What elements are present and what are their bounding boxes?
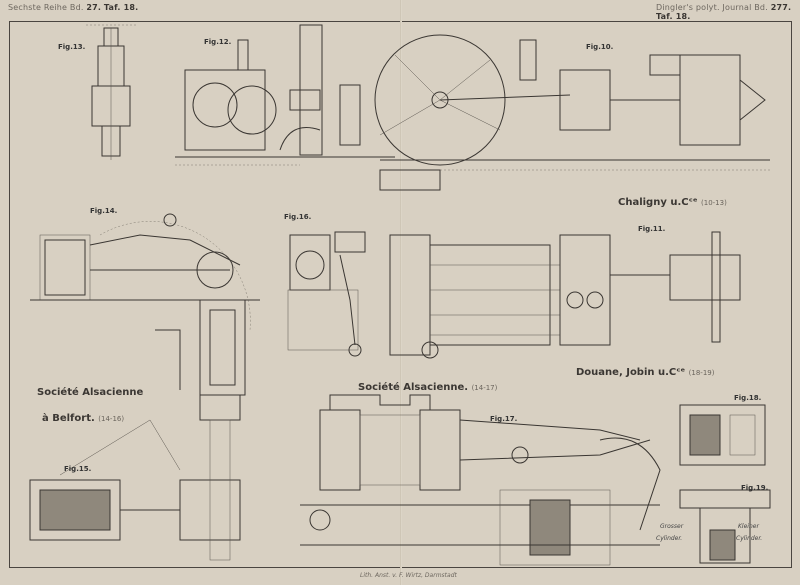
fig18-drawing (679, 404, 766, 466)
maker-name: Douane, Jobin u.Cᶜᵉ (576, 367, 686, 378)
volume-number: 277. (770, 3, 792, 12)
fig16-label: Fig.16. (284, 213, 312, 221)
maker-chaligny: Chaligny u.Cᶜᵉ (10-13) (618, 197, 727, 208)
plate-number: Taf. 18. (656, 12, 691, 21)
fig12-drawing (175, 24, 395, 166)
plate-number: Taf. 18. (103, 3, 139, 12)
note-grosser: Grosser (660, 523, 684, 530)
maker-alsacienne-left-line2: à Belfort. (14-16) (42, 413, 124, 424)
fig14-label: Fig.14. (90, 207, 118, 215)
fig10-drawing (374, 34, 770, 171)
series-label: Sechste Reihe Bd. (8, 3, 84, 12)
plate-header-right: Dingler's polyt. Journal Bd. 277. Taf. 1… (656, 3, 800, 21)
fig17-label: Fig.17. (490, 415, 518, 423)
lithographer-credit: Lith. Anst. v. F. Wirtz, Darmstadt (360, 572, 457, 579)
maker-alsacienne-left-line1: Société Alsacienne (37, 387, 144, 398)
fig15-drawing (29, 419, 241, 561)
fig15-label: Fig.15. (64, 465, 92, 473)
figure-range: (10-13) (701, 199, 727, 207)
fig12-label: Fig.12. (204, 38, 232, 46)
maker-name: Chaligny u.Cᶜᵉ (618, 197, 698, 208)
note-kleiner-cylinder: Cylinder. (736, 535, 763, 542)
fig19-drawing (679, 489, 771, 564)
fig10-label: Fig.10. (586, 43, 614, 51)
fig19-label: Fig.19. (741, 484, 769, 492)
fig17-drawing (300, 394, 661, 566)
fig18-label: Fig.18. (734, 394, 762, 402)
journal-label: Dingler's polyt. Journal Bd. (656, 3, 768, 12)
volume-number: 27. (86, 3, 102, 12)
fig13-drawing (86, 24, 136, 160)
fig14-drawing (30, 213, 260, 421)
maker-alsacienne-center: Société Alsacienne. (14-17) (358, 382, 497, 393)
fig11-label: Fig.11. (638, 225, 666, 233)
note-grosser-cylinder: Cylinder. (656, 535, 683, 542)
figure-range: (18-19) (688, 369, 715, 377)
note-kleiner: Kleiner (738, 523, 759, 530)
figure-range: (14-16) (98, 415, 125, 423)
figure-range: (14-17) (471, 384, 498, 392)
page-fold (400, 0, 402, 585)
fig11-drawing (379, 169, 741, 359)
plate-header-left: Sechste Reihe Bd. 27. Taf. 18. (8, 3, 138, 12)
maker-douane-jobin: Douane, Jobin u.Cᶜᵉ (18-19) (576, 367, 714, 378)
fig16-drawing (287, 231, 366, 357)
maker-name: Société Alsacienne. (358, 382, 469, 393)
maker-location: à Belfort. (42, 413, 95, 424)
fig13-label: Fig.13. (58, 43, 86, 51)
